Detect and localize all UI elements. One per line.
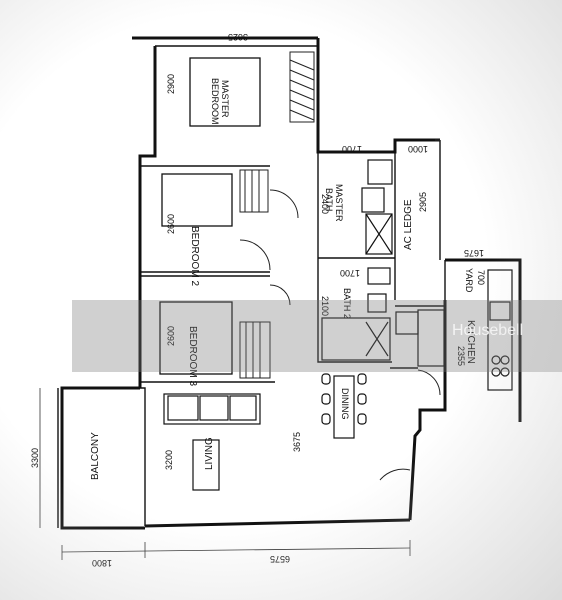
dim-bath2-top: 1700 — [340, 268, 360, 278]
dim-bed2-side: 2600 — [166, 214, 176, 234]
dim-bath-top: 1700 — [342, 144, 362, 154]
dim-master-top: 3625 — [228, 32, 248, 42]
living-label: LIVING — [204, 437, 215, 470]
dim-yard-side: 700 — [476, 270, 486, 285]
ac-ledge-label: AC LEDGE — [403, 199, 414, 250]
outer-walls — [60, 36, 522, 530]
bedroom2-label: BEDROOM 2 — [189, 226, 200, 286]
watermark-text: Housebell — [452, 322, 524, 339]
inner-walls — [57, 45, 446, 528]
yard-label: YARD — [464, 268, 474, 293]
dim-bottom-left: 1800 — [92, 558, 112, 568]
balcony-label: BALCONY — [90, 432, 101, 480]
dim-master-bath-side: 2400 — [320, 194, 330, 214]
dim-bottom-total: 6575 — [270, 554, 290, 564]
dim-balcony-side: 3300 — [30, 448, 40, 468]
dim-ac-ledge: 2905 — [418, 192, 428, 212]
dim-center: 3675 — [292, 432, 302, 452]
master-bedroom-label: MASTERBEDROOM — [210, 78, 230, 125]
dim-master-side: 2900 — [166, 74, 176, 94]
dim-ac-top: 1000 — [408, 144, 428, 154]
dim-yard-top: 1675 — [464, 248, 484, 258]
dining-label: DINING — [340, 388, 350, 420]
dim-living-side: 3200 — [164, 450, 174, 470]
